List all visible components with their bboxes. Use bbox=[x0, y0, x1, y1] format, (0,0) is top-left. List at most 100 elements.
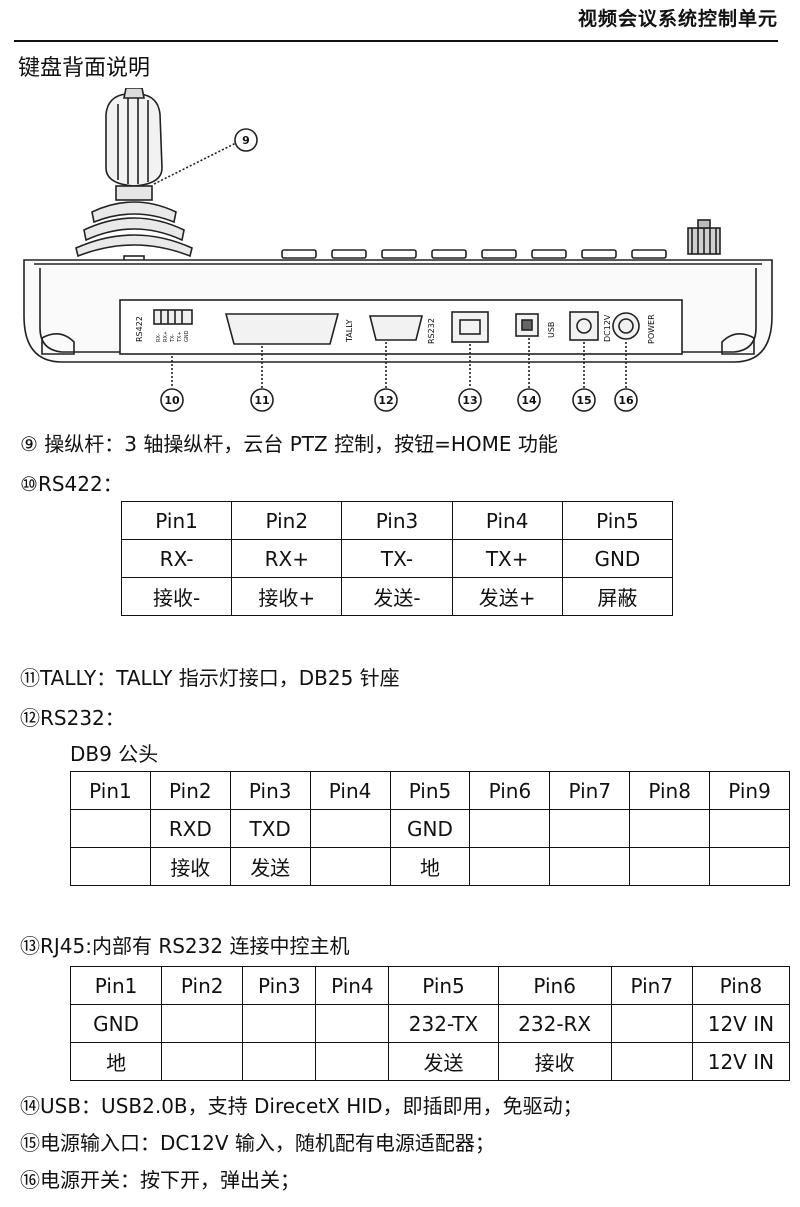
table-cell bbox=[242, 1042, 317, 1081]
table-cell: GND bbox=[561, 539, 674, 578]
item-14-marker: ⑭ bbox=[20, 1094, 40, 1118]
table-cell: Pin1 bbox=[120, 501, 233, 540]
rotary-knob-illustration bbox=[687, 219, 721, 255]
header-rule bbox=[14, 40, 778, 42]
table-cell bbox=[309, 809, 391, 848]
callout-13: 13 bbox=[462, 394, 477, 407]
label-tally: TALLY bbox=[345, 319, 354, 343]
item-13: ⑬RJ45:内部有 RS232 连接中控主机 bbox=[20, 930, 349, 959]
table-cell: Pin1 bbox=[70, 771, 151, 810]
item-9: ⑨ 操纵杆：3 轴操纵杆，云台 PTZ 控制，按钮=HOME 功能 bbox=[20, 428, 558, 457]
item-13-marker: ⑬ bbox=[20, 934, 40, 958]
table-cell: Pin2 bbox=[161, 966, 244, 1005]
table-cell: GND bbox=[69, 1004, 163, 1043]
item-14-text: USB：USB2.0B，支持 DirecetX HID，即插即用，免驱动； bbox=[40, 1094, 583, 1118]
label-rs422-pin4: TX+ bbox=[177, 331, 183, 343]
table-cell bbox=[315, 1042, 390, 1081]
item-10-marker: ⑩ bbox=[20, 472, 38, 496]
item-16-marker: ⑯ bbox=[20, 1168, 40, 1192]
table-cell bbox=[469, 809, 551, 848]
table-cell: Pin1 bbox=[69, 966, 163, 1005]
table-row: RX-RX+TX-TX+GND bbox=[120, 539, 674, 578]
item-11: ⑪TALLY：TALLY 指示灯接口，DB25 针座 bbox=[20, 662, 400, 691]
label-rs232: RS232 bbox=[427, 318, 436, 344]
table-cell: 接收 bbox=[497, 1042, 612, 1081]
table-cell: 发送+ bbox=[451, 577, 563, 616]
callout-16: 16 bbox=[618, 394, 634, 407]
table-cell: TXD bbox=[229, 809, 311, 848]
callout-12: 12 bbox=[378, 394, 393, 407]
table-cell: 接收 bbox=[149, 847, 231, 886]
table-cell bbox=[549, 847, 631, 886]
table-cell bbox=[469, 847, 551, 886]
keyboard-rear-diagram: 9 10 11 12 13 14 15 16 RS422 RX- RX+ TX-… bbox=[23, 88, 773, 412]
table-cell bbox=[709, 809, 790, 848]
callout-14: 14 bbox=[521, 394, 537, 407]
table-row: 地 发送接收 12V IN bbox=[69, 1042, 791, 1081]
table-cell bbox=[315, 1004, 390, 1043]
top-buttons-illustration bbox=[281, 249, 667, 259]
header-title: 视频会议系统控制单元 bbox=[577, 8, 778, 30]
item-16: ⑯电源开关：按下开，弹出关； bbox=[20, 1164, 300, 1193]
table-cell: Pin9 bbox=[709, 771, 790, 810]
table-cell: Pin3 bbox=[229, 771, 311, 810]
table-cell: Pin4 bbox=[451, 501, 563, 540]
table-cell: 接收- bbox=[120, 577, 233, 616]
table-cell: Pin2 bbox=[149, 771, 231, 810]
callout-10: 10 bbox=[164, 394, 180, 407]
label-rs422-pin2: RX+ bbox=[163, 331, 169, 342]
table-cell: Pin6 bbox=[469, 771, 551, 810]
item-10-text: RS422： bbox=[37, 472, 123, 496]
table-cell: Pin8 bbox=[629, 771, 711, 810]
table-cell: Pin7 bbox=[549, 771, 631, 810]
table-cell: TX+ bbox=[451, 539, 563, 578]
callout-11: 11 bbox=[254, 394, 269, 407]
item-12-text: RS232： bbox=[40, 706, 125, 730]
table-cell: 接收+ bbox=[231, 577, 343, 616]
table-cell bbox=[629, 809, 711, 848]
item-11-text: TALLY：TALLY 指示灯接口，DB25 针座 bbox=[40, 666, 400, 690]
table-cell bbox=[629, 847, 711, 886]
table-cell bbox=[610, 1042, 693, 1081]
item-15: ⑮电源输入口：DC12V 输入，随机配有电源适配器； bbox=[20, 1127, 495, 1156]
table-cell bbox=[161, 1042, 244, 1081]
joystick-illustration bbox=[75, 88, 193, 263]
table-cell bbox=[242, 1004, 317, 1043]
table-cell: 发送 bbox=[388, 1042, 499, 1081]
item-14: ⑭USB：USB2.0B，支持 DirecetX HID，即插即用，免驱动； bbox=[20, 1090, 583, 1119]
item-12-sub: DB9 公头 bbox=[70, 742, 159, 766]
label-power: POWER bbox=[647, 314, 656, 344]
table-cell bbox=[161, 1004, 244, 1043]
table-cell: 发送- bbox=[341, 577, 453, 616]
table-cell bbox=[70, 809, 151, 848]
table-cell: 12V IN bbox=[691, 1042, 791, 1081]
table-cell: Pin5 bbox=[561, 501, 674, 540]
table-cell: RX- bbox=[120, 539, 233, 578]
table-cell: 地 bbox=[389, 847, 471, 886]
table-cell: TX- bbox=[341, 539, 453, 578]
table-cell: Pin5 bbox=[389, 771, 471, 810]
label-rs422-pin1: RX- bbox=[156, 333, 162, 342]
label-rs422-pin3: TX- bbox=[170, 334, 176, 343]
table-cell: 地 bbox=[69, 1042, 163, 1081]
table-cell: Pin6 bbox=[497, 966, 612, 1005]
table-cell: Pin2 bbox=[231, 501, 343, 540]
table-cell: 发送 bbox=[229, 847, 311, 886]
label-usb: USB bbox=[547, 322, 556, 338]
label-rs422: RS422 bbox=[135, 316, 144, 342]
table-cell: GND bbox=[389, 809, 471, 848]
table-cell: Pin7 bbox=[610, 966, 693, 1005]
table-cell bbox=[309, 847, 391, 886]
table-cell: RX+ bbox=[231, 539, 343, 578]
table-cell: 12V IN bbox=[691, 1004, 791, 1043]
table-cell bbox=[610, 1004, 693, 1043]
table-cell: Pin4 bbox=[309, 771, 391, 810]
table-cell: Pin8 bbox=[691, 966, 791, 1005]
